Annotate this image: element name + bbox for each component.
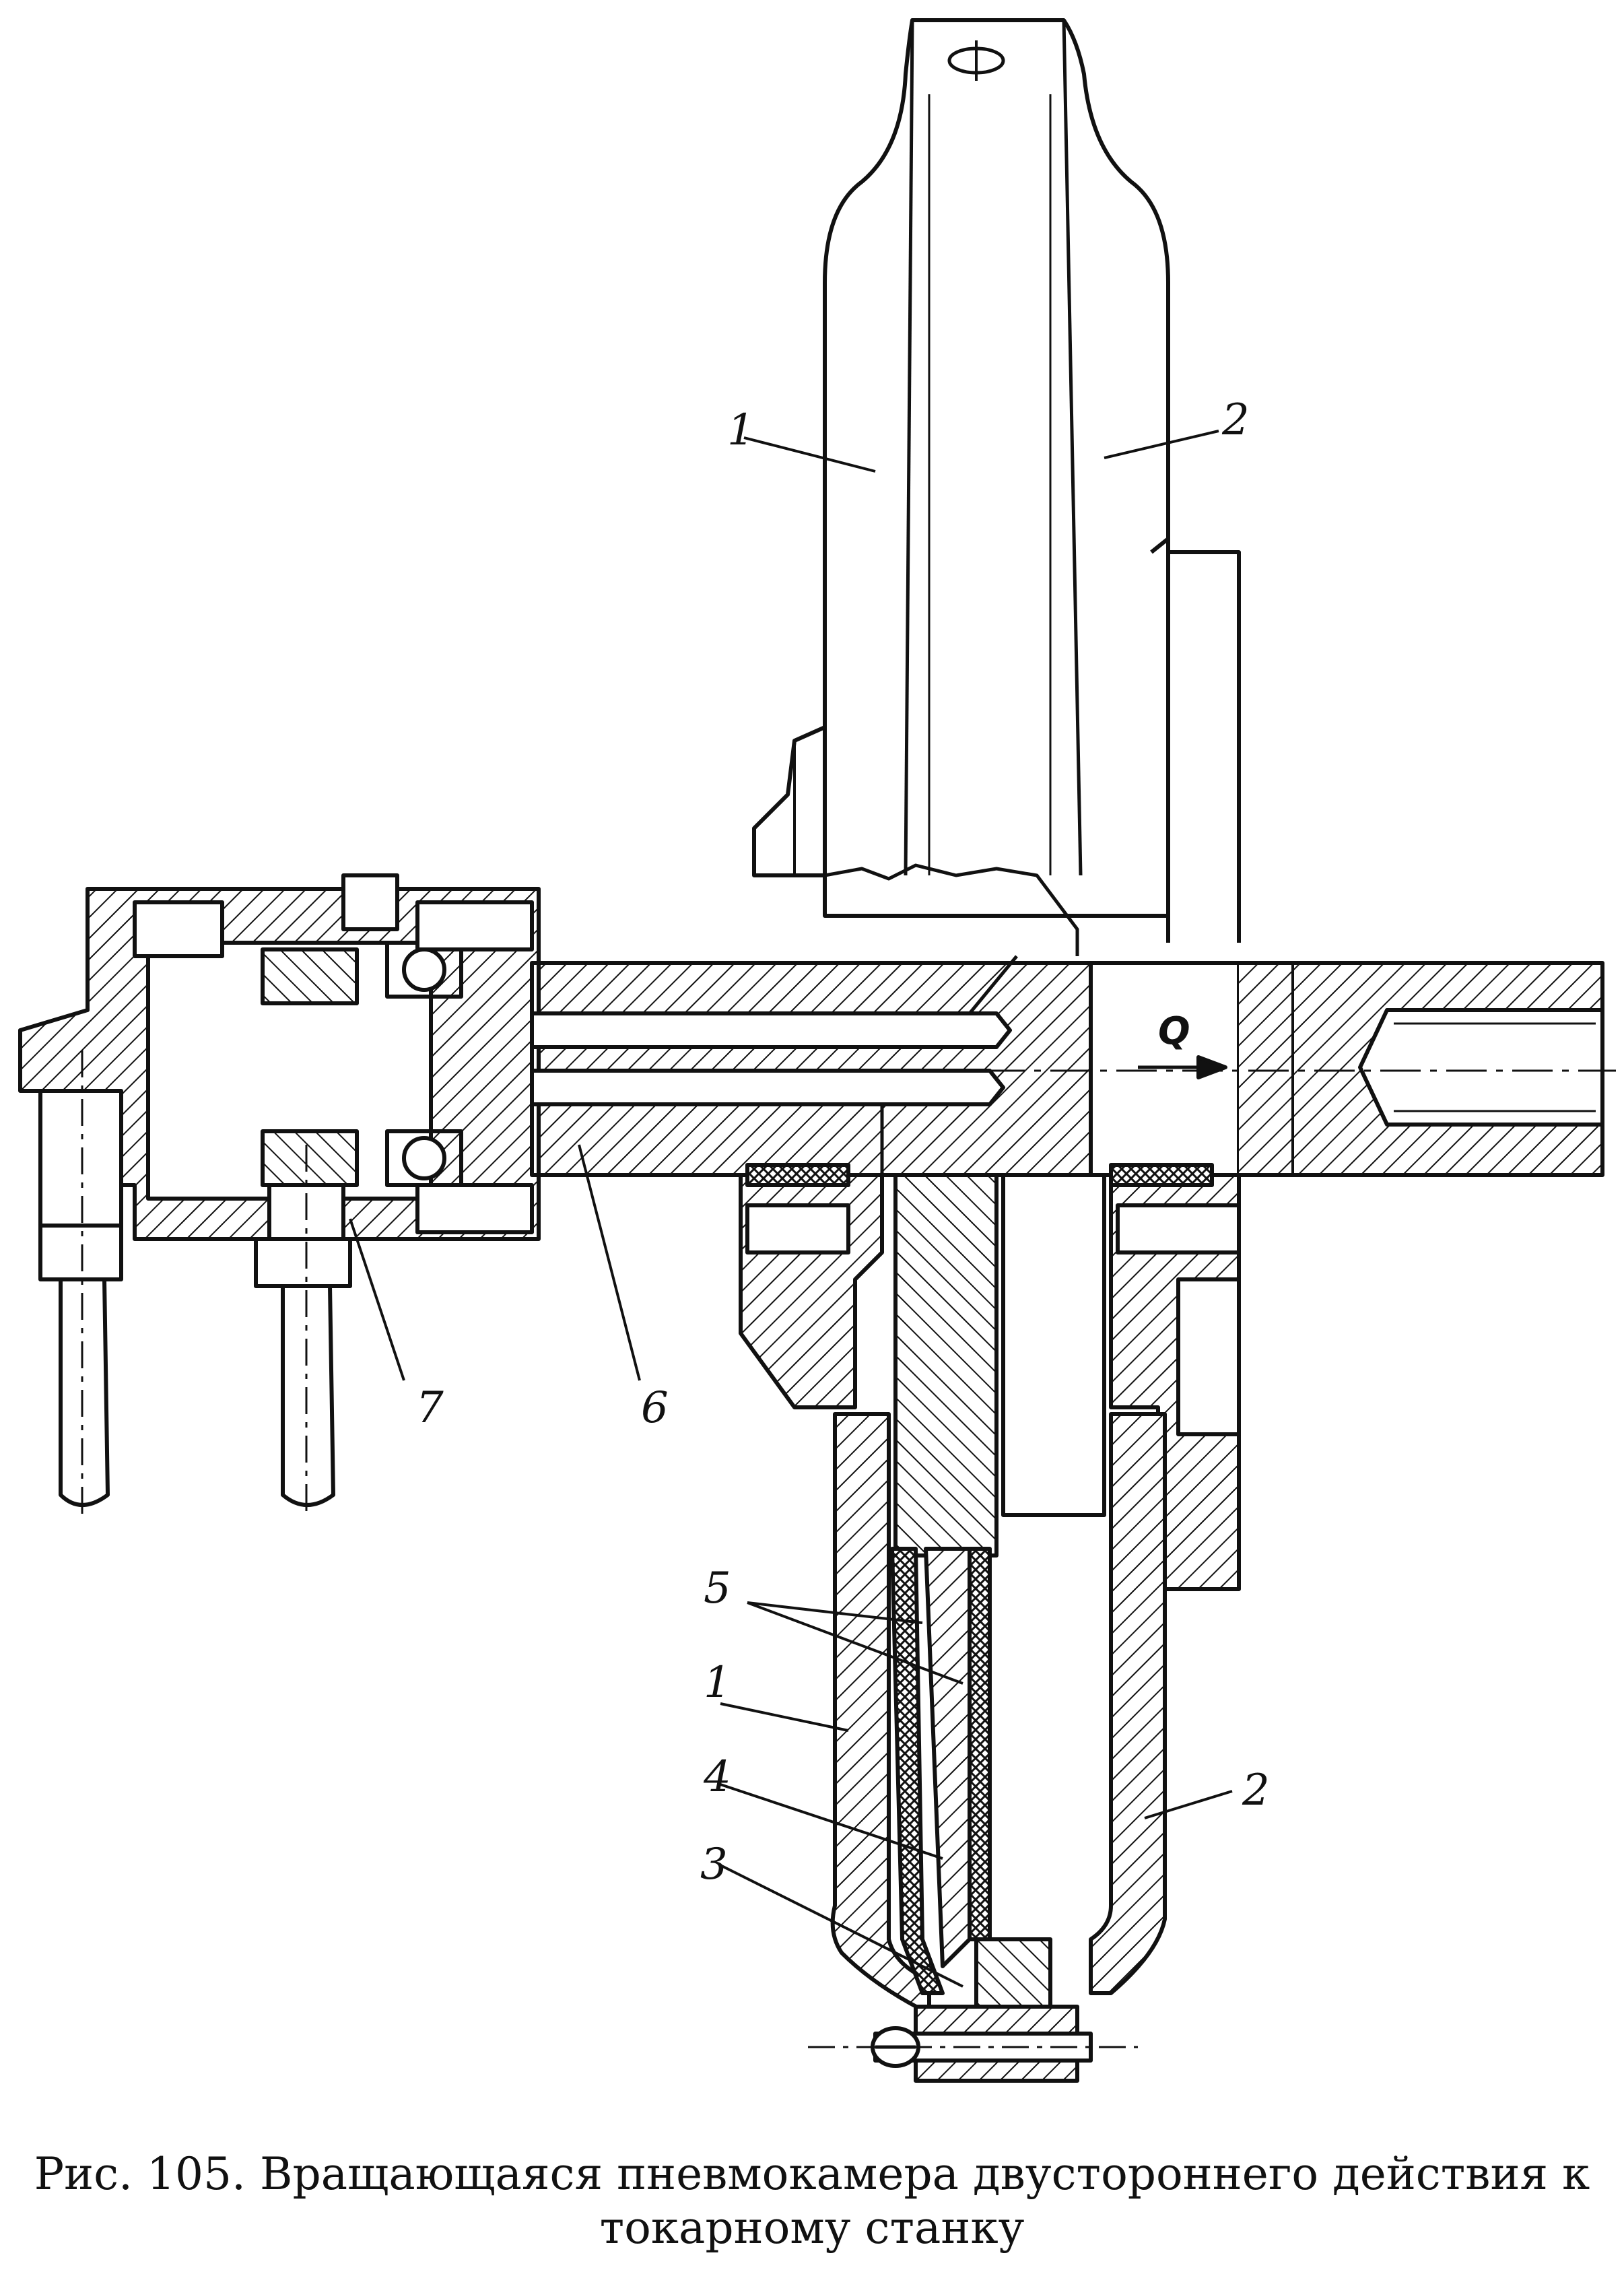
distributor-7 [18, 873, 541, 1515]
lower-chamber [808, 1412, 1167, 2083]
label-7: 7 [416, 1383, 444, 1433]
label-top-2: 2 [1221, 395, 1250, 445]
label-6: 6 [641, 1383, 669, 1433]
label-4: 4 [703, 1752, 731, 1802]
label-3: 3 [700, 1840, 728, 1889]
label-flow-q: Q [1158, 1009, 1190, 1053]
label-bottom-2: 2 [1242, 1766, 1270, 1815]
leader-lines [349, 430, 1233, 1988]
figure-caption-line-1: Рис. 105. Вращающаяся пневмокамера двуст… [34, 2148, 1590, 2200]
pneumatic-chamber-drawing: 1 2 Q 7 6 5 1 4 3 2 [18, 18, 1616, 2083]
lower-housing [739, 1163, 1241, 1591]
label-5: 5 [704, 1564, 731, 1613]
label-bottom-1: 1 [704, 1658, 731, 1708]
label-top-1: 1 [727, 405, 755, 455]
upper-chamber [752, 18, 1241, 943]
figure-caption-line-2: токарному станку [599, 2202, 1025, 2254]
